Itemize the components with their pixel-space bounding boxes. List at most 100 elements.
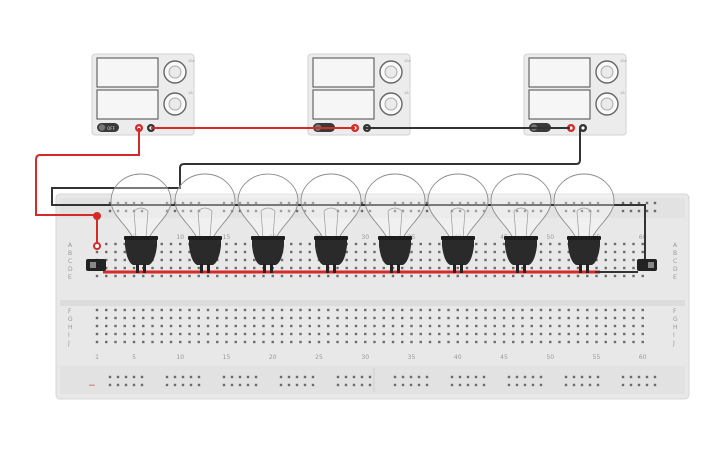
breadboard-hole[interactable] bbox=[169, 332, 173, 336]
breadboard-hole[interactable] bbox=[345, 250, 348, 254]
light-bulb-8[interactable] bbox=[553, 173, 615, 273]
rail-hole[interactable] bbox=[344, 209, 348, 213]
breadboard-hole[interactable] bbox=[502, 274, 506, 278]
breadboard-hole[interactable] bbox=[327, 324, 330, 328]
rail-hole[interactable] bbox=[360, 209, 364, 213]
breadboard-hole[interactable] bbox=[327, 308, 330, 312]
breadboard-hole[interactable] bbox=[521, 324, 524, 328]
breadboard-hole[interactable] bbox=[95, 308, 99, 312]
breadboard-hole[interactable] bbox=[197, 332, 200, 336]
rail-hole[interactable] bbox=[181, 201, 185, 205]
breadboard-hole[interactable] bbox=[604, 340, 607, 344]
rail-hole[interactable] bbox=[482, 383, 486, 387]
rail-hole[interactable] bbox=[393, 209, 397, 213]
rail-hole[interactable] bbox=[637, 209, 641, 213]
rail-hole[interactable] bbox=[246, 375, 250, 379]
rail-hole[interactable] bbox=[230, 201, 234, 205]
breadboard-hole[interactable] bbox=[188, 266, 191, 270]
breadboard-hole[interactable] bbox=[364, 266, 367, 270]
breadboard-hole[interactable] bbox=[206, 324, 210, 328]
breadboard-hole[interactable] bbox=[567, 308, 570, 312]
breadboard-hole[interactable] bbox=[567, 274, 570, 278]
breadboard-hole[interactable] bbox=[188, 324, 191, 328]
breadboard-hole[interactable] bbox=[132, 324, 136, 328]
rail-hole[interactable] bbox=[352, 209, 356, 213]
breadboard-hole[interactable] bbox=[290, 324, 293, 328]
rail-hole[interactable] bbox=[222, 209, 226, 213]
breadboard-hole[interactable] bbox=[234, 258, 237, 262]
breadboard-hole[interactable] bbox=[123, 258, 126, 262]
rail-hole[interactable] bbox=[279, 209, 283, 213]
light-bulb-5[interactable] bbox=[364, 173, 426, 273]
breadboard-hole[interactable] bbox=[169, 308, 173, 312]
breadboard-hole[interactable] bbox=[188, 340, 191, 344]
breadboard-hole[interactable] bbox=[632, 258, 635, 262]
breadboard-hole[interactable] bbox=[613, 250, 617, 254]
breadboard-hole[interactable] bbox=[123, 340, 126, 344]
breadboard-hole[interactable] bbox=[123, 242, 126, 246]
breadboard-hole[interactable] bbox=[160, 316, 163, 320]
breadboard-hole[interactable] bbox=[354, 258, 358, 262]
breadboard-hole[interactable] bbox=[234, 308, 237, 312]
breadboard-hole[interactable] bbox=[521, 308, 524, 312]
breadboard-hole[interactable] bbox=[206, 332, 210, 336]
rail-hole[interactable] bbox=[458, 383, 462, 387]
breadboard-hole[interactable] bbox=[151, 340, 154, 344]
breadboard-hole[interactable] bbox=[188, 258, 191, 262]
breadboard-hole[interactable] bbox=[354, 274, 358, 278]
rail-hole[interactable] bbox=[336, 375, 340, 379]
breadboard-hole[interactable] bbox=[447, 340, 450, 344]
breadboard-hole[interactable] bbox=[502, 308, 506, 312]
breadboard-hole[interactable] bbox=[512, 274, 515, 278]
breadboard-hole[interactable] bbox=[105, 274, 108, 278]
breadboard-hole[interactable] bbox=[290, 250, 293, 254]
breadboard-hole[interactable] bbox=[308, 332, 311, 336]
breadboard-hole[interactable] bbox=[253, 340, 256, 344]
rail-hole[interactable] bbox=[368, 209, 372, 213]
rail-hole[interactable] bbox=[425, 383, 429, 387]
breadboard-hole[interactable] bbox=[160, 332, 163, 336]
breadboard-hole[interactable] bbox=[188, 332, 191, 336]
breadboard-hole[interactable] bbox=[169, 250, 173, 254]
breadboard-hole[interactable] bbox=[271, 274, 274, 278]
breadboard-hole[interactable] bbox=[225, 332, 228, 336]
breadboard-hole[interactable] bbox=[345, 324, 348, 328]
breadboard-hole[interactable] bbox=[308, 308, 311, 312]
breadboard-hole[interactable] bbox=[234, 340, 237, 344]
rail-hole[interactable] bbox=[173, 209, 177, 213]
breadboard-hole[interactable] bbox=[95, 340, 99, 344]
breadboard-hole[interactable] bbox=[586, 324, 589, 328]
breadboard-hole[interactable] bbox=[317, 316, 321, 320]
breadboard-hole[interactable] bbox=[632, 266, 635, 270]
rail-hole[interactable] bbox=[108, 209, 112, 213]
breadboard-hole[interactable] bbox=[364, 250, 367, 254]
breadboard-hole[interactable] bbox=[225, 250, 228, 254]
breadboard-hole[interactable] bbox=[465, 308, 469, 312]
breadboard-hole[interactable] bbox=[623, 258, 626, 262]
rail-hole[interactable] bbox=[140, 209, 144, 213]
breadboard-hole[interactable] bbox=[197, 340, 200, 344]
breadboard-hole[interactable] bbox=[308, 274, 311, 278]
breadboard-hole[interactable] bbox=[280, 324, 284, 328]
rail-hole[interactable] bbox=[645, 375, 649, 379]
rail-hole[interactable] bbox=[197, 383, 201, 387]
breadboard-hole[interactable] bbox=[447, 316, 450, 320]
breadboard-hole[interactable] bbox=[354, 250, 358, 254]
rail-hole[interactable] bbox=[572, 375, 576, 379]
breadboard-hole[interactable] bbox=[539, 308, 543, 312]
breadboard-hole[interactable] bbox=[419, 308, 422, 312]
breadboard-hole[interactable] bbox=[539, 316, 543, 320]
breadboard-hole[interactable] bbox=[290, 274, 293, 278]
breadboard-hole[interactable] bbox=[179, 332, 182, 336]
breadboard-hole[interactable] bbox=[475, 308, 478, 312]
breadboard-hole[interactable] bbox=[336, 324, 339, 328]
rail-hole[interactable] bbox=[482, 375, 486, 379]
breadboard-hole[interactable] bbox=[558, 266, 561, 270]
rail-hole[interactable] bbox=[482, 201, 486, 205]
breadboard-hole[interactable] bbox=[243, 332, 247, 336]
rail-hole[interactable] bbox=[246, 383, 250, 387]
rail-hole[interactable] bbox=[564, 209, 568, 213]
rail-hole[interactable] bbox=[165, 375, 169, 379]
breadboard-hole[interactable] bbox=[142, 274, 145, 278]
breadboard-hole[interactable] bbox=[641, 242, 644, 246]
